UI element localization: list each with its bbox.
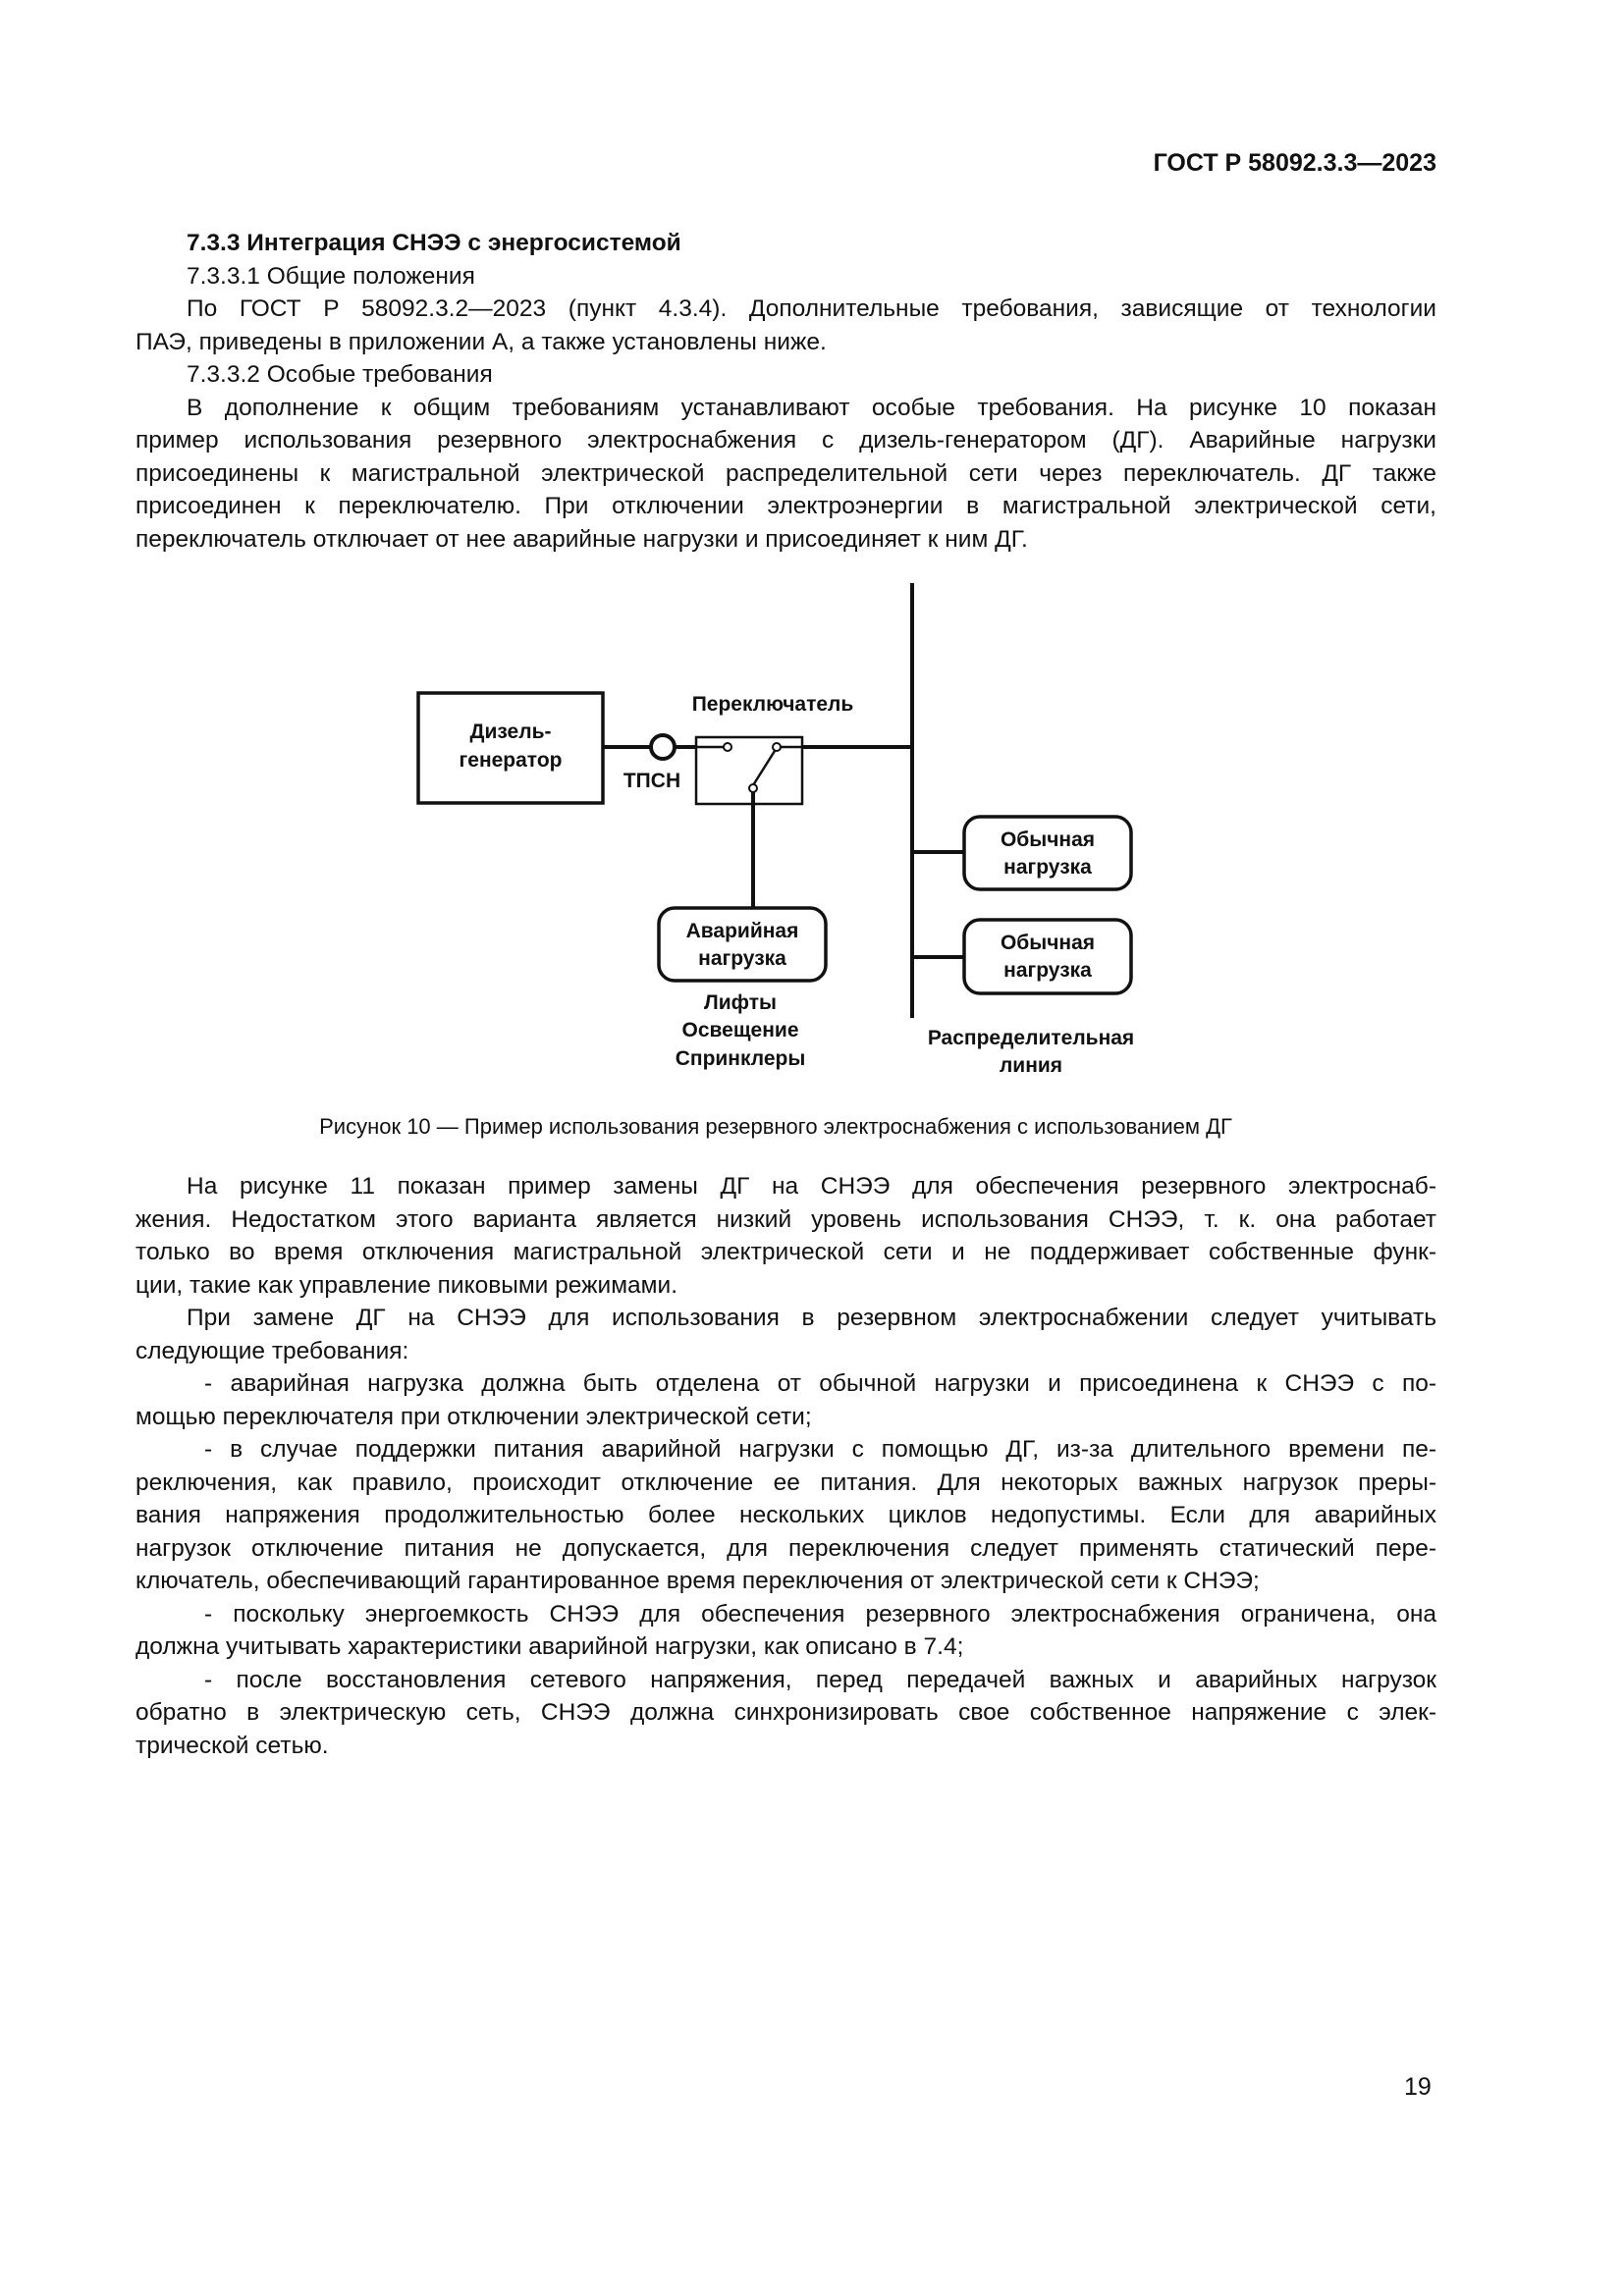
- normal-load-label: Обычная: [1001, 932, 1095, 954]
- text-line: обратно в электрическую сеть, СНЭЭ должн…: [135, 1699, 1436, 1726]
- figure-caption: Рисунок 10 — Пример использования резерв…: [319, 1114, 1232, 1139]
- section-7-3-3-text: 7.3.3 Интеграция СНЭЭ с энергосистемой 7.…: [135, 227, 1436, 556]
- text-line: переключатель отключает от нее аварийные…: [135, 525, 1028, 553]
- text-line: нагрузок отключение питания не допускает…: [135, 1534, 1436, 1562]
- text-line: присоединен к переключателю. При отключе…: [135, 493, 1436, 519]
- normal-load-label: Обычная: [1001, 828, 1095, 851]
- distribution-line-label: Распределительная: [928, 1027, 1134, 1049]
- normal-load-label: нагрузка: [1003, 959, 1092, 982]
- generator-box: [416, 691, 605, 805]
- page-number: 19: [1404, 2073, 1432, 2101]
- text-line: - аварийная нагрузка должна быть отделен…: [204, 1370, 1436, 1397]
- switch-label: Переключатель: [692, 693, 854, 716]
- text-line: 7.3.3.2 Особые требования: [187, 361, 493, 388]
- emergency-load-label: нагрузка: [698, 947, 786, 970]
- text-line: В дополнение к общим требованиям устанав…: [187, 394, 1436, 421]
- text-line: только во время отключения магистральной…: [135, 1239, 1436, 1265]
- text-line: - после восстановления сетевого напряжен…: [204, 1666, 1436, 1693]
- switch-contact-icon: [772, 742, 782, 752]
- text-line: ключатель, обеспечивающий гарантированно…: [135, 1568, 1260, 1594]
- emergency-example: Лифты: [704, 991, 777, 1014]
- normal-load-box-1: [962, 815, 1133, 891]
- generator-label: Дизель-: [470, 721, 552, 743]
- current-transformer-label: ТПСН: [623, 770, 680, 792]
- switch-box: [694, 735, 804, 806]
- text-line: реключения, как правило, происходит откл…: [135, 1468, 1436, 1496]
- emergency-load-box: [657, 906, 828, 983]
- text-line: ции, такие как управление пиковыми режим…: [135, 1271, 678, 1299]
- text-line: пример использования резервного электрос…: [135, 427, 1436, 454]
- text-line: трической сетью.: [135, 1732, 329, 1759]
- document-id-header: ГОСТ Р 58092.3.3—2023: [1153, 149, 1436, 177]
- normal-load-box-2: [962, 918, 1133, 995]
- normal-load-label: нагрузка: [1003, 856, 1092, 879]
- text-line: 7.3.3.1 Общие положения: [187, 262, 475, 290]
- generator-label: генератор: [460, 749, 563, 772]
- text-line: мощью переключателя при отключении элект…: [135, 1403, 812, 1430]
- text-line: присоединены к магистральной электрическ…: [135, 459, 1436, 487]
- text-line: - поскольку энергоемкость СНЭЭ для обесп…: [204, 1600, 1436, 1628]
- text-line: жения. Недостатком этого варианта являет…: [135, 1205, 1436, 1233]
- text-line: - в случае поддержки питания аварийной н…: [204, 1436, 1436, 1463]
- current-transformer-icon: [649, 733, 677, 761]
- text-line: 7.3.3 Интеграция СНЭЭ с энергосистемой: [187, 230, 681, 256]
- backup-supply-text: На рисунке 11 показан пример замены ДГ н…: [135, 1170, 1436, 1762]
- text-line: По ГОСТ Р 58092.3.2—2023 (пункт 4.3.4). …: [187, 295, 1436, 322]
- emergency-example: Освещение: [682, 1019, 799, 1041]
- switch-blade: [751, 750, 777, 786]
- text-line: На рисунке 11 показан пример замены ДГ н…: [187, 1173, 1436, 1200]
- emergency-load-label: Аварийная: [686, 920, 799, 942]
- emergency-example: Спринклеры: [676, 1047, 806, 1070]
- text-line: ПАЭ, приведены в приложении А, а также у…: [135, 328, 827, 355]
- text-line: вания напряжения продолжительностью боле…: [135, 1502, 1436, 1528]
- switch-contact-icon: [723, 742, 732, 752]
- switch-contact-icon: [748, 783, 758, 793]
- text-line: должна учитывать характеристики аварийно…: [135, 1633, 964, 1660]
- distribution-line-label: линия: [1000, 1054, 1062, 1077]
- figure-10-diagram: Дизель- генератор ТПСН Переключатель Ава…: [416, 583, 1134, 1077]
- text-line: При замене ДГ на СНЭЭ для использования …: [187, 1305, 1436, 1331]
- text-line: следующие требования:: [135, 1337, 409, 1364]
